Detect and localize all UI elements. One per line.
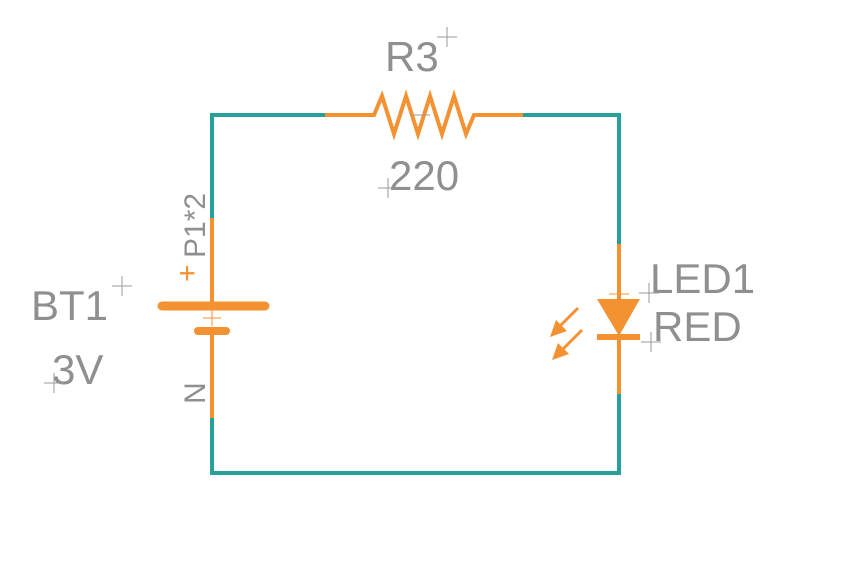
battery-value-label: 3V [52, 346, 103, 393]
battery-ref-label: BT1 [31, 282, 108, 329]
origin-marker [112, 276, 132, 296]
led-ref-label: LED1 [650, 255, 755, 302]
resistor-value-label: 220 [389, 152, 459, 199]
led-value-label: RED [653, 303, 742, 350]
light-emission-arrows-icon [550, 306, 584, 360]
plus-sign-icon: + [171, 264, 204, 282]
led-triangle [597, 299, 640, 336]
origin-marker [641, 332, 661, 352]
origin-marker [639, 283, 659, 303]
wire-top-left[interactable] [210, 113, 327, 220]
battery-pin-positive-label: P1*2 [179, 193, 212, 258]
origin-marker [437, 27, 457, 47]
battery-bt1[interactable]: P1*2 + N BT1 3V [31, 193, 270, 418]
wire-top-right[interactable] [521, 113, 621, 246]
resistor-ref-label: R3 [385, 33, 439, 80]
led-led1[interactable]: LED1 RED [550, 244, 755, 394]
battery-pin-negative-label: N [179, 382, 212, 404]
origin-marker [378, 178, 398, 198]
wires [210, 113, 621, 475]
origin-marker [44, 373, 64, 393]
resistor-r3[interactable]: R3 220 [325, 27, 523, 199]
wire-bottom[interactable] [210, 392, 621, 475]
